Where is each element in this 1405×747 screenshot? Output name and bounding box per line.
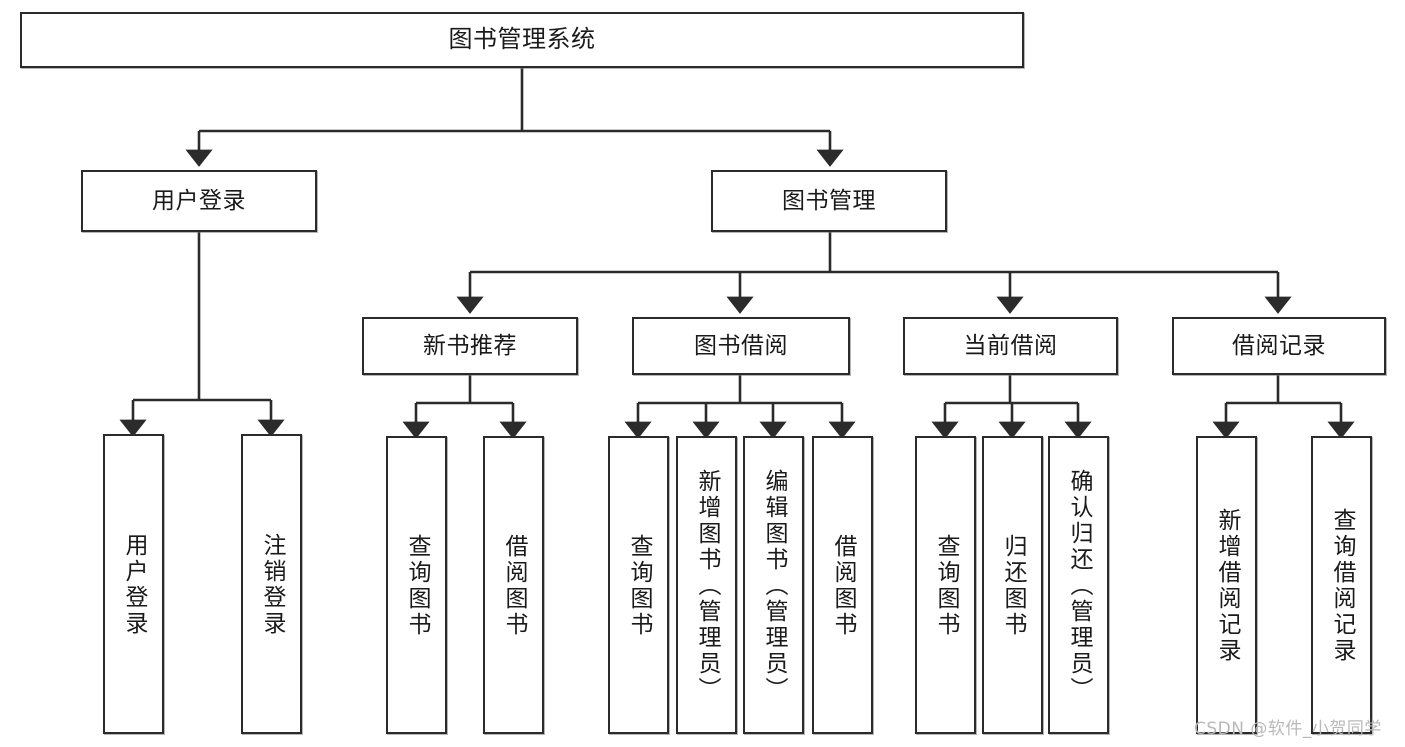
leaf-book-borrow-edit-book-admin[interactable]: 编辑图书（管理员）	[743, 436, 804, 734]
node-label: 图书管理系统	[448, 25, 596, 54]
leaf-book-borrow-add-book-admin[interactable]: 新增图书（管理员）	[676, 436, 737, 734]
node-book-management[interactable]: 图书管理	[711, 170, 947, 232]
node-label: 确认归还（管理员）	[1066, 469, 1092, 703]
leaf-user-login-logout[interactable]: 注销登录	[241, 434, 302, 734]
node-label: 用户登录	[152, 187, 246, 214]
node-label: 图书借阅	[694, 332, 788, 359]
node-label: 当前借阅	[963, 332, 1058, 359]
leaf-user-login-login[interactable]: 用户登录	[103, 434, 164, 734]
node-new-book-recommend[interactable]: 新书推荐	[362, 317, 578, 375]
leaf-book-borrow-borrow-book[interactable]: 借阅图书	[812, 436, 873, 734]
leaf-current-borrow-query-book[interactable]: 查询图书	[915, 436, 976, 734]
node-label: 用户登录	[121, 533, 147, 637]
node-root-book-management-system[interactable]: 图书管理系统	[20, 12, 1024, 68]
leaf-new-book-borrow-book[interactable]: 借阅图书	[483, 436, 544, 734]
node-book-borrow[interactable]: 图书借阅	[632, 317, 850, 375]
node-label: 新增图书（管理员）	[694, 469, 720, 703]
leaf-borrow-record-add-record[interactable]: 新增借阅记录	[1196, 436, 1257, 734]
node-label: 图书管理	[782, 187, 876, 214]
node-current-borrow[interactable]: 当前借阅	[903, 317, 1118, 375]
leaf-current-borrow-confirm-return-admin[interactable]: 确认归还（管理员）	[1048, 436, 1109, 734]
node-user-login[interactable]: 用户登录	[81, 170, 317, 232]
csdn-watermark: CSDN @软件_小贺同学	[1194, 719, 1382, 739]
node-label: 借阅图书	[501, 534, 527, 638]
node-label: 新书推荐	[423, 332, 517, 359]
node-label: 查询图书	[933, 534, 959, 638]
node-label: 归还图书	[1000, 534, 1026, 638]
leaf-new-book-query-book[interactable]: 查询图书	[386, 436, 447, 734]
node-label: 查询图书	[626, 534, 652, 638]
node-borrow-record[interactable]: 借阅记录	[1172, 317, 1386, 375]
node-label: 注销登录	[259, 533, 285, 637]
node-label: 借阅记录	[1232, 332, 1326, 359]
node-label: 借阅图书	[830, 534, 856, 638]
node-label: 查询图书	[404, 534, 430, 638]
leaf-book-borrow-query-book[interactable]: 查询图书	[608, 436, 669, 734]
leaf-current-borrow-return-book[interactable]: 归还图书	[982, 436, 1043, 734]
leaf-borrow-record-query-record[interactable]: 查询借阅记录	[1311, 436, 1372, 734]
node-label: 查询借阅记录	[1329, 508, 1355, 664]
node-label: 编辑图书（管理员）	[761, 469, 787, 703]
node-label: 新增借阅记录	[1214, 508, 1240, 664]
